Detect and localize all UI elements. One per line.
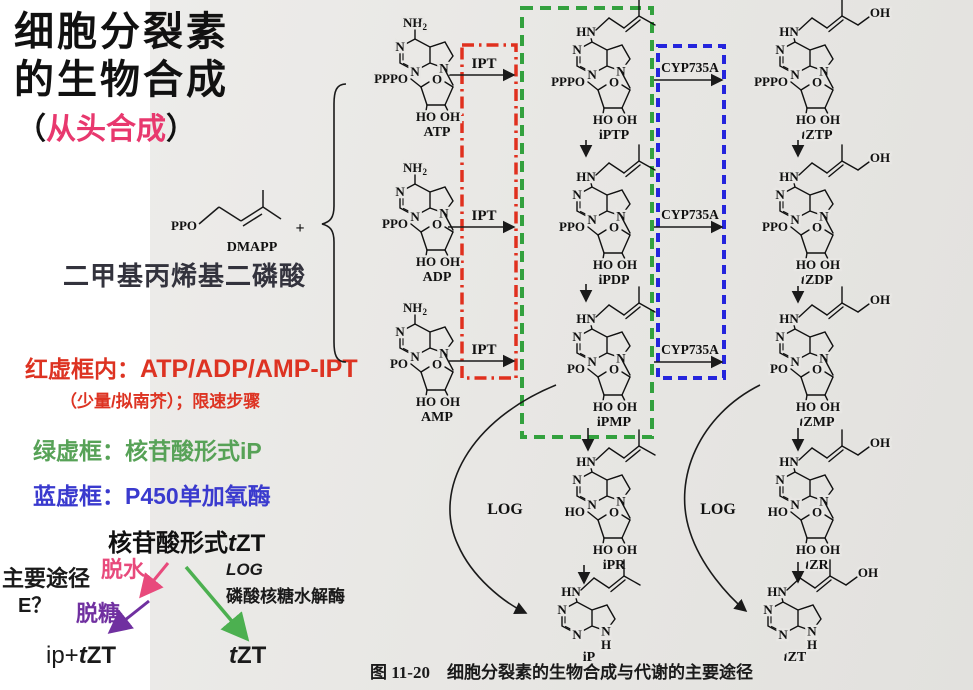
nucleotide-tzt-label: 核苷酸形式tZT (108, 530, 266, 557)
log-enzyme-name: LOG (226, 560, 263, 579)
blue-box-note: 蓝虚框：P450单加氧酶 (33, 483, 271, 509)
tzt-product-label: tZT (229, 642, 267, 669)
log-enzyme-description: 磷酸核糖水解酶 (226, 587, 345, 606)
dehydration-label: 脱水 (101, 557, 146, 582)
green-box-note: 绿虚框：核苷酸形式iP (33, 438, 262, 464)
red-box-note: 红虚框内：ATP/ADP/AMP-IPT (25, 355, 358, 383)
dmapp-chinese-name: 二甲基丙烯基二磷酸 (63, 261, 307, 291)
title-line1: 细胞分裂素 (14, 9, 229, 54)
main-pathway-label: 主要途径 (2, 566, 91, 591)
page-title: 细胞分裂素 的生物合成 (14, 8, 229, 104)
red-box-subnote: （少量/拟南芥）；限速步骤 (60, 392, 261, 411)
figure-caption: 图 11-20 细胞分裂素的生物合成与代谢的主要途径 (370, 663, 753, 682)
title-line2: 的生物合成 (14, 57, 229, 102)
subtitle-denovo: 从头合成 (46, 113, 166, 146)
title-subtitle: （从头合成） (16, 113, 196, 146)
enzyme-question-label: E？ (18, 595, 52, 617)
deglycosylation-label: 脱糖 (76, 601, 121, 626)
ip-plus-tzt-product: ip+tZT (46, 642, 117, 669)
